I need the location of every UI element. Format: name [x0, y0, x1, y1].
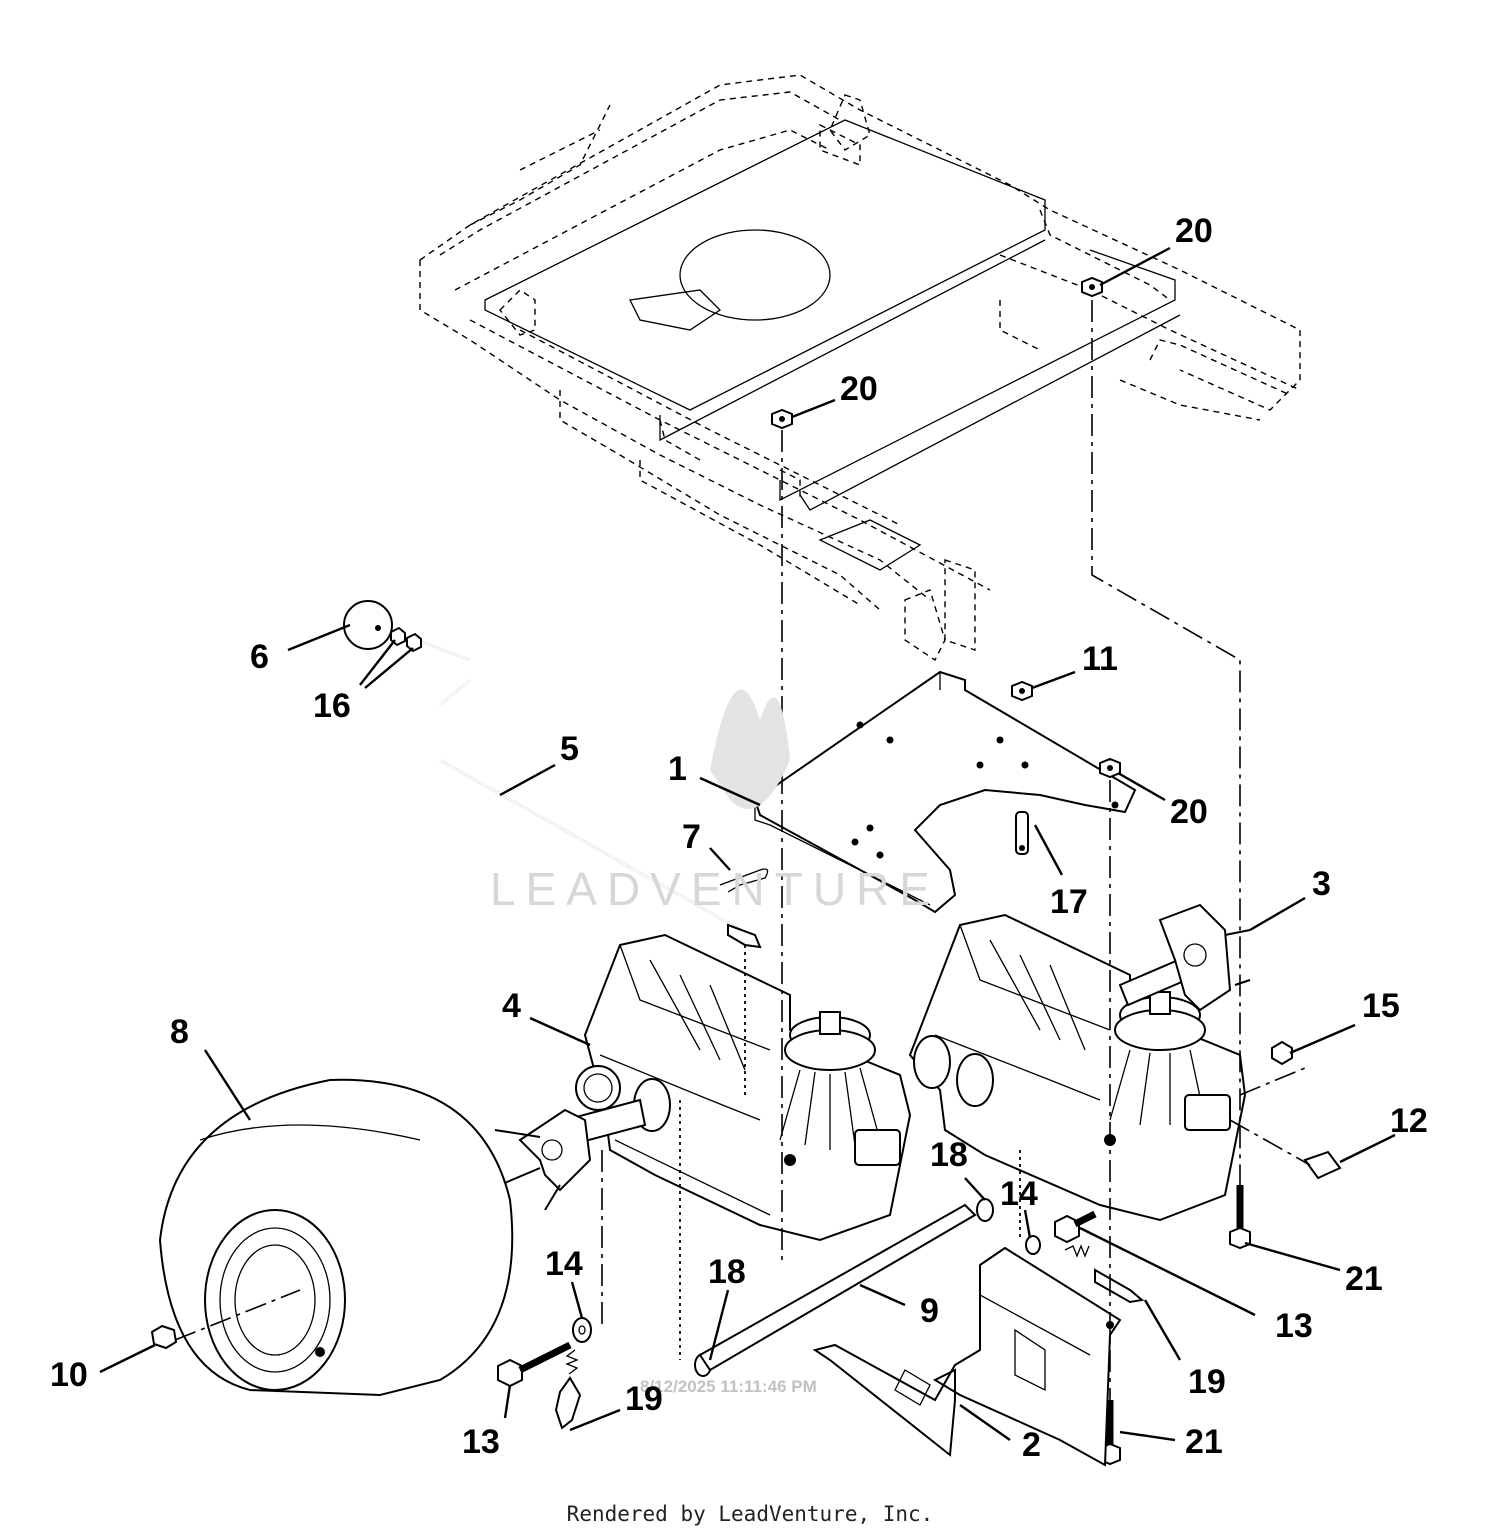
spring-19-left: [554, 1349, 582, 1430]
callout-14-left: 14: [545, 1245, 583, 1283]
bolt-13-right: [1054, 1210, 1097, 1244]
callout-13-left: 13: [462, 1423, 500, 1461]
wheel: [158, 1078, 514, 1397]
lug-nut: [150, 1324, 178, 1350]
mounting-plate: [753, 670, 1137, 914]
rod: [698, 1203, 977, 1372]
spring-19-right: [1064, 1244, 1145, 1304]
bracket: [812, 1246, 1122, 1467]
callout-12: 12: [1390, 1102, 1428, 1140]
callout-labels: 20 20 6 16 11 5 1 20 7 17 3 4 15 8 12 18…: [50, 212, 1428, 1464]
callout-20-top-center: 20: [840, 370, 878, 408]
nut-20-top-right: [1081, 276, 1103, 298]
callout-10: 10: [50, 1356, 88, 1394]
callout-17: 17: [1050, 883, 1088, 921]
jam-nuts: [390, 626, 422, 653]
nut-15: [1271, 1040, 1293, 1066]
callout-19-left: 19: [625, 1380, 663, 1418]
callout-8: 8: [170, 1013, 189, 1051]
callout-20-top-right: 20: [1175, 212, 1213, 250]
hairpin-clip: [719, 868, 769, 893]
assembly-lines: [174, 300, 1311, 1400]
footer-credit: Rendered by LeadVenture, Inc.: [566, 1502, 934, 1526]
callout-5: 5: [560, 730, 579, 768]
callout-3: 3: [1312, 865, 1331, 903]
callout-16: 16: [313, 687, 351, 725]
washer-18-right: [976, 1198, 994, 1222]
watermark: LEADVENTURE 8/12/2025 11:11:46 PM: [490, 689, 940, 1396]
callout-18-left: 18: [708, 1253, 746, 1291]
callout-13-right: 13: [1275, 1307, 1313, 1345]
transaxle-left: [494, 933, 912, 1242]
callout-11: 11: [1082, 640, 1118, 678]
washer-14-right: [1025, 1235, 1041, 1255]
frame-chassis: [419, 74, 1301, 662]
fitting-12: [1303, 1150, 1342, 1180]
knob: [343, 600, 393, 650]
transaxle-right: [908, 903, 1251, 1222]
bolt-13-left: [497, 1341, 572, 1388]
callout-21-lower: 21: [1185, 1423, 1223, 1461]
callout-15: 15: [1362, 987, 1400, 1025]
callout-14-right: 14: [1000, 1175, 1038, 1213]
callout-19-right: 19: [1188, 1363, 1226, 1401]
callout-1: 1: [668, 750, 687, 788]
callout-leaders: [99, 246, 1396, 1442]
callout-4: 4: [502, 987, 521, 1025]
washer-14-left: [572, 1317, 592, 1343]
callout-6: 6: [250, 638, 269, 676]
callout-2: 2: [1022, 1426, 1041, 1464]
control-rod: [421, 641, 762, 949]
callout-9: 9: [920, 1292, 939, 1330]
timestamp: 8/12/2025 11:11:46 PM: [640, 1377, 817, 1396]
bolt-21-upper: [1229, 1185, 1251, 1250]
callout-18-right: 18: [930, 1136, 968, 1174]
callout-7: 7: [682, 818, 701, 856]
callout-20-plate: 20: [1170, 793, 1208, 831]
nut-11: [1011, 680, 1033, 702]
callout-21-upper: 21: [1345, 1260, 1383, 1298]
watermark-text: LEADVENTURE: [490, 863, 940, 915]
pin: [1015, 811, 1029, 855]
nut-20-plate: [1099, 757, 1121, 779]
nut-20-top-center: [771, 408, 793, 430]
